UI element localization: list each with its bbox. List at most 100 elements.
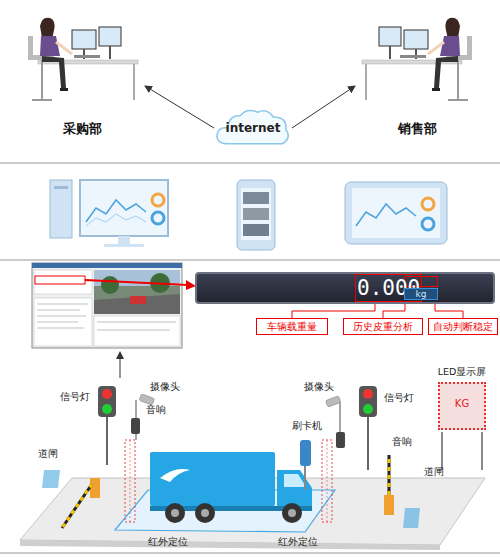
department-label: 销售部 (355, 120, 480, 138)
signal-light (367, 416, 369, 470)
truck (201, 509, 209, 517)
truck (277, 470, 312, 508)
signal-light (359, 386, 377, 417)
truck (195, 503, 215, 523)
separator (0, 163, 500, 164)
connector (145, 86, 214, 128)
desktop-computer (152, 194, 164, 206)
software-screenshot (37, 310, 80, 311)
camera (325, 396, 341, 407)
infrared-fence (322, 440, 332, 522)
software-screenshot (94, 270, 180, 314)
led-screen-pole (442, 432, 482, 470)
software-screenshot (37, 322, 78, 323)
feature-label: 车辆载重量 (257, 319, 327, 334)
feature-tag: 车辆载重量 (256, 318, 328, 335)
separator (0, 260, 500, 261)
software-screenshot (32, 263, 182, 348)
signal-light (102, 404, 112, 414)
signal-light (98, 386, 377, 470)
department-label: 采购部 (20, 120, 145, 138)
part-label: 音响 (146, 404, 166, 416)
infrared-fence (327, 440, 328, 522)
truck (165, 503, 185, 523)
desktop-computer (152, 212, 164, 224)
led-display: LED显示屏 KG (432, 366, 492, 432)
truck (284, 474, 306, 487)
part-label: 刷卡机 (292, 420, 322, 432)
software-screenshot (101, 276, 119, 294)
connector (435, 304, 463, 318)
part-label: 道闸 (424, 466, 444, 478)
mobile-phone (243, 192, 269, 204)
separator (0, 553, 500, 554)
sales-worker (362, 18, 472, 100)
purchasing-worker (28, 18, 138, 100)
truck (288, 509, 296, 517)
tablet (345, 182, 447, 244)
part-label: 信号灯 (384, 392, 414, 404)
signal-light (98, 386, 116, 417)
feature-label: 自动判断稳定 (429, 319, 497, 334)
barrier-gate (388, 455, 391, 495)
software-screenshot (130, 296, 146, 304)
connector (292, 86, 355, 128)
software-screenshot (34, 270, 92, 294)
infrared-fence (125, 440, 332, 522)
mobile-phone (241, 188, 271, 240)
software-screenshot (97, 322, 176, 323)
card-reader (304, 466, 306, 490)
barrier-gate (388, 455, 391, 495)
cloud-label: internet (214, 121, 292, 135)
camera (136, 394, 341, 440)
part-label: 红外定位 (148, 536, 188, 548)
desktop-computer (86, 214, 146, 226)
mobile-phone (237, 180, 275, 250)
department-node: 采购部 (20, 5, 145, 140)
speaker (131, 418, 345, 448)
tablet (352, 188, 440, 238)
desktop-computer (118, 236, 130, 244)
mobile-phone (243, 224, 269, 236)
signal-light (102, 389, 112, 399)
led-screen-pole (481, 432, 483, 470)
infrared-fence (125, 440, 135, 522)
software-screenshot (94, 316, 180, 346)
barrier-gate (62, 484, 92, 528)
truck (160, 469, 190, 482)
barrier-gate (384, 495, 394, 515)
desktop-computer (54, 186, 68, 189)
weighbridge-road (403, 508, 420, 528)
tablet (345, 182, 447, 244)
upload-arrow (116, 351, 124, 359)
feature-tag: 自动判断稳定 (428, 318, 498, 335)
weighbridge-road (20, 540, 440, 550)
upload-arrow (120, 358, 121, 378)
desktop-computer (50, 180, 168, 247)
tablet (356, 204, 416, 226)
weighbridge-road (42, 470, 60, 488)
software-screenshot (32, 263, 182, 348)
led-heading: LED显示屏 (432, 366, 492, 378)
led-text: KG (440, 398, 484, 409)
part-label: 信号灯 (60, 391, 90, 403)
led-panel: KG (438, 382, 486, 430)
part-label: 道闸 (38, 448, 58, 460)
software-screenshot (37, 304, 88, 305)
feature-label: 历史皮重分析 (344, 319, 422, 334)
part-label: 音响 (392, 436, 412, 448)
software-screenshot (32, 263, 182, 268)
infrared-fence (130, 440, 131, 522)
tablet (422, 218, 434, 230)
truck (150, 452, 312, 523)
barrier-gate (90, 478, 100, 498)
feature-tag: 历史皮重分析 (343, 318, 423, 335)
desktop-computer (50, 180, 72, 238)
led-screen-pole (441, 432, 443, 470)
software-screenshot (35, 276, 85, 284)
upload-arrow (116, 351, 124, 378)
part-label: 摄像头 (304, 381, 334, 393)
card-reader (300, 440, 311, 490)
unit-label: kg (404, 288, 438, 300)
